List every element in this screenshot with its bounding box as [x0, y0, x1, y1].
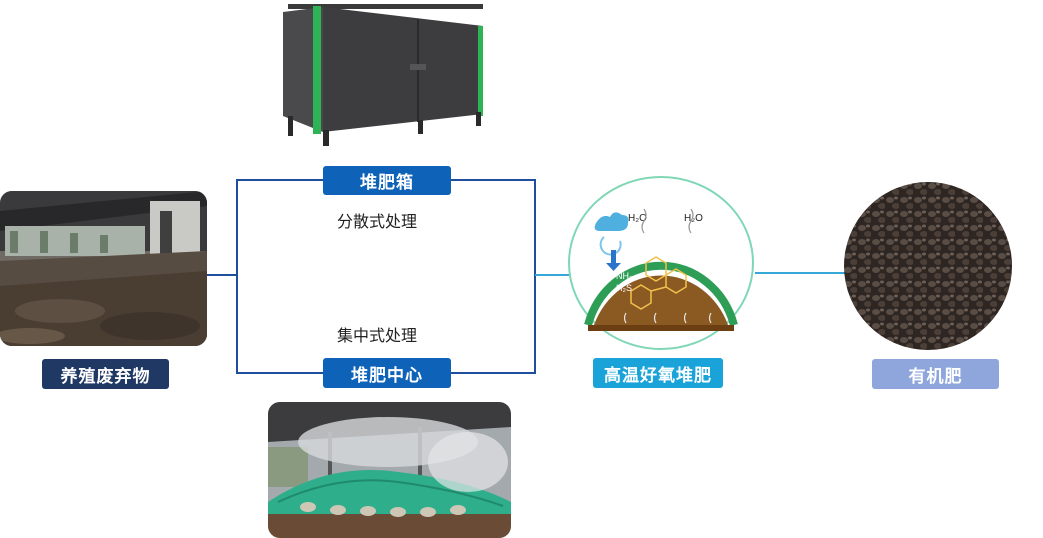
benzene-rings [630, 256, 687, 310]
h2o-label-1: H₂O [628, 213, 647, 224]
h2s-label: H₂S [616, 283, 632, 293]
arrow-down-icon [611, 250, 616, 264]
connector-box-out [450, 179, 536, 275]
connector-center-out [450, 275, 536, 374]
compost-box-label: 堆肥箱 [323, 166, 451, 195]
connector-to-box [236, 179, 325, 275]
compost-center-label: 堆肥中心 [323, 358, 451, 388]
barn-waste-photo [0, 191, 207, 346]
waste-label: 养殖废弃物 [42, 359, 169, 389]
fertilizer-pellets-image [843, 181, 1013, 351]
dispersed-caption: 分散式处理 [337, 212, 418, 231]
compost-box-machine [278, 4, 493, 149]
compost-process-diagram: H₂O H₂O NH₃ H₂S [566, 175, 756, 352]
centralized-caption: 集中式处理 [337, 326, 418, 345]
nh3-label: NH₃ [616, 271, 633, 281]
compost-center-photo [268, 402, 511, 538]
organic-fertilizer-label: 有机肥 [872, 359, 999, 389]
high-temp-compost-label: 高温好氧堆肥 [593, 358, 723, 388]
cloud-icon [594, 212, 629, 231]
h2o-label-2: H₂O [684, 213, 703, 224]
connector-to-center [236, 275, 325, 374]
